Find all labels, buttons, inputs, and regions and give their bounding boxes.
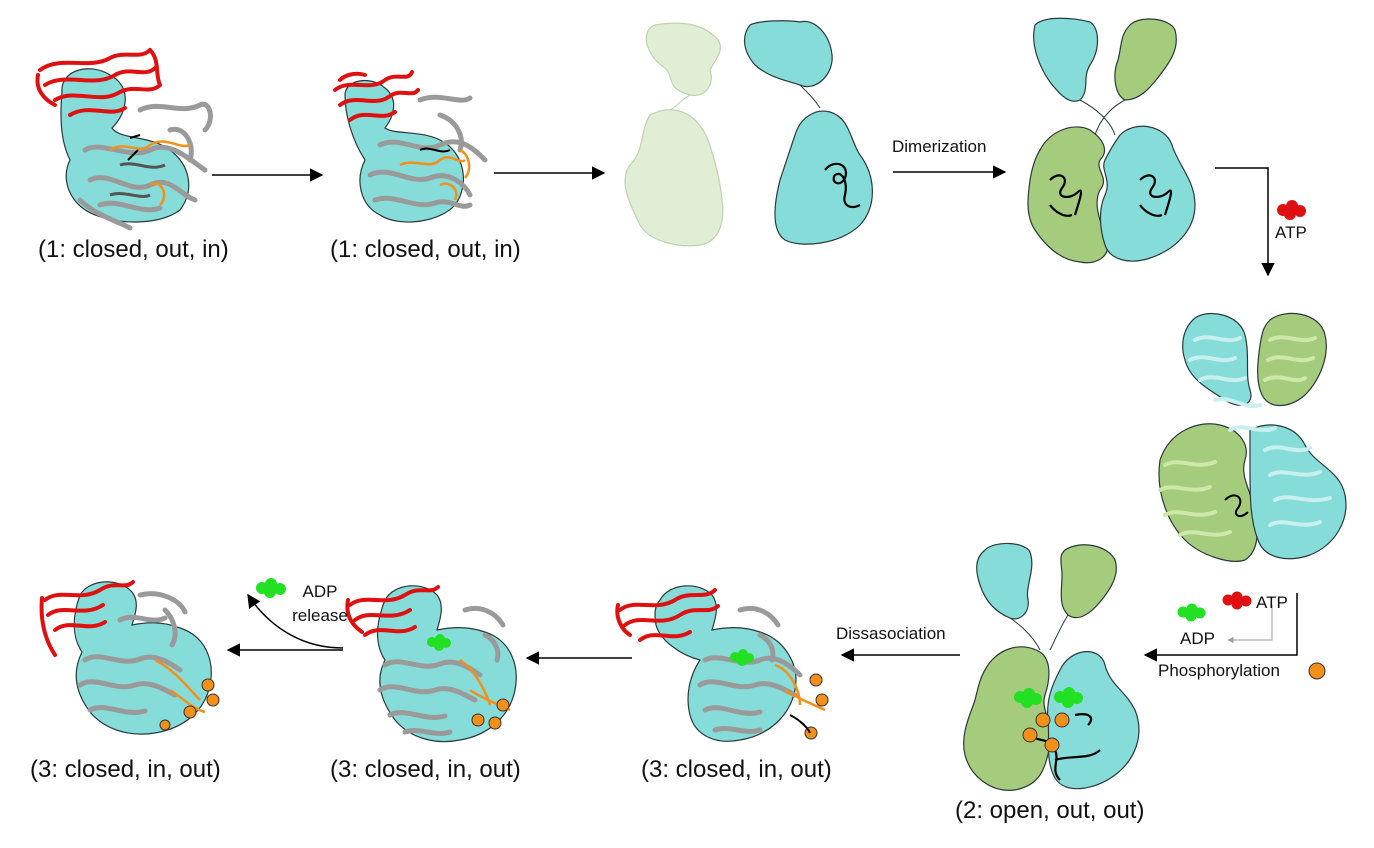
- dimer-atp-bound-structure: [1158, 312, 1347, 562]
- adp-release-molecule-icon: [256, 578, 286, 598]
- arrow-adp-release: [247, 593, 344, 649]
- dimer-phosphorylated: [963, 542, 1140, 791]
- label-state3-third: (3: closed, in, out): [30, 756, 221, 783]
- atp-molecule-icon-2: [1222, 591, 1252, 610]
- label-adp-release-line2: release: [292, 606, 348, 625]
- label-dissociation: Dissasociation: [836, 624, 946, 643]
- label-phosphorylation: Phosphorylation: [1158, 661, 1280, 680]
- structure-state3-second: [345, 585, 517, 743]
- adp-molecule-icon: [1177, 603, 1206, 622]
- structure-state3-first: [615, 585, 829, 742]
- cyan-monomer: [744, 20, 873, 245]
- label-dimerization: Dimerization: [892, 137, 987, 156]
- structure-state1-second: [333, 70, 488, 223]
- label-atp: ATP: [1275, 223, 1307, 242]
- label-state1-first: (1: closed, out, in): [38, 236, 229, 263]
- faded-monomer: [624, 22, 724, 247]
- label-state1-second: (1: closed, out, in): [330, 236, 521, 263]
- dimer-inactive: [1027, 17, 1196, 264]
- arrow-phosphorylation: [1143, 593, 1298, 662]
- label-state3-first: (3: closed, in, out): [641, 756, 832, 783]
- label-adp: ADP: [1180, 629, 1215, 648]
- label-state2: (2: open, out, out): [955, 797, 1145, 824]
- label-adp-release-line1: ADP: [302, 582, 338, 601]
- label-atp-second: ATP: [1256, 593, 1288, 612]
- arrow-atp-binding: [1215, 167, 1275, 277]
- arrow-adp-out: [1227, 605, 1273, 643]
- structure-state1-first: [35, 48, 213, 231]
- structure-state3-third: [39, 580, 220, 735]
- phosphate-icon: [1308, 662, 1326, 680]
- label-state3-second: (3: closed, in, out): [330, 756, 521, 783]
- atp-molecule-icon: [1277, 200, 1306, 220]
